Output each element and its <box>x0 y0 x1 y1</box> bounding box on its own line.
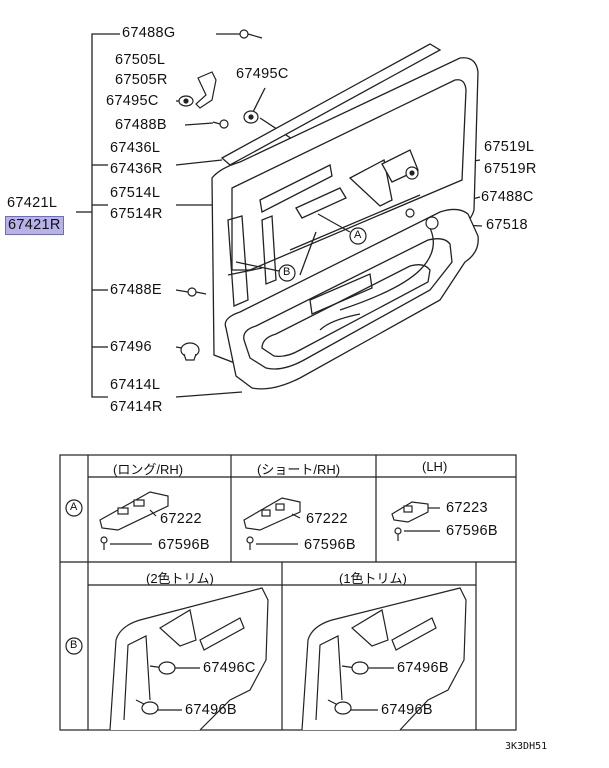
label-67488E: 67488E <box>110 282 162 298</box>
switch-panel-lh-icon <box>391 501 440 541</box>
label-67414R: 67414R <box>110 399 163 415</box>
label-67421R: 67421R <box>5 216 64 235</box>
header-one-tone-trim: (1色トリム) <box>339 571 407 586</box>
clip-67495C-icon <box>243 110 259 124</box>
label-67414L: 67414L <box>110 377 161 393</box>
header-long-rh: (ロング/RH) <box>113 462 184 477</box>
label-67436L: 67436L <box>110 140 161 156</box>
callout-a-label: A <box>354 229 362 241</box>
b-one-tone-bottom: 67496B <box>381 702 433 718</box>
a-short-part: 67222 <box>306 511 348 527</box>
b-two-tone-top: 67496C <box>203 660 256 676</box>
a-lh-part: 67223 <box>446 500 488 516</box>
label-67496: 67496 <box>110 339 152 355</box>
screw-67488B-icon <box>212 119 229 129</box>
header-lh: (LH) <box>422 459 448 474</box>
label-67514R: 67514R <box>110 206 163 222</box>
a-long-part: 67222 <box>160 511 202 527</box>
label-67488B: 67488B <box>115 117 167 133</box>
label-67514L: 67514L <box>110 185 161 201</box>
a-long-screw: 67596B <box>158 537 210 553</box>
b-one-tone-top: 67496B <box>397 660 449 676</box>
clip-67496-icon <box>180 342 200 361</box>
label-67519R: 67519R <box>484 161 537 177</box>
header-short-rh: (ショート/RH) <box>257 462 341 477</box>
table-row-a-key: A <box>70 501 78 513</box>
a-short-screw: 67596B <box>304 537 356 553</box>
screw-67488E-icon <box>187 287 207 297</box>
variant-table <box>59 454 517 731</box>
label-67505L: 67505L <box>115 52 166 68</box>
header-two-tone-trim: (2色トリム) <box>146 571 214 586</box>
screw-67488C-icon <box>405 208 415 218</box>
cap-67518-icon <box>425 216 439 230</box>
callout-b-label: B <box>283 266 291 278</box>
label-67505R: 67505R <box>115 72 168 88</box>
table-row-b-key: B <box>70 639 78 651</box>
door-trim-panel <box>211 43 479 390</box>
screw-67488G-icon <box>239 29 263 39</box>
switch-67519-icon <box>405 166 419 180</box>
a-lh-screw: 67596B <box>446 523 498 539</box>
small-parts <box>178 29 439 361</box>
label-67495C: 67495C <box>236 66 289 82</box>
label-67519L: 67519L <box>484 139 535 155</box>
label-67518: 67518 <box>486 217 528 233</box>
bracket-67505-icon <box>195 71 217 109</box>
clip-67495C-left-icon <box>178 95 194 107</box>
trim-two-tone-icon <box>109 587 269 731</box>
label-67436R: 67436R <box>110 161 163 177</box>
label-67495C-left: 67495C <box>106 93 159 109</box>
label-67488G: 67488G <box>122 25 176 41</box>
b-two-tone-bottom: 67496B <box>185 702 237 718</box>
bracket-line <box>91 33 120 398</box>
figure-code: 3K3DH51 <box>505 741 548 752</box>
switch-panel-long-icon <box>99 491 169 550</box>
trim-one-tone-icon <box>301 587 467 731</box>
switch-panel-short-icon <box>243 497 301 550</box>
label-67488C: 67488C <box>481 189 534 205</box>
label-67421L: 67421L <box>7 195 58 211</box>
